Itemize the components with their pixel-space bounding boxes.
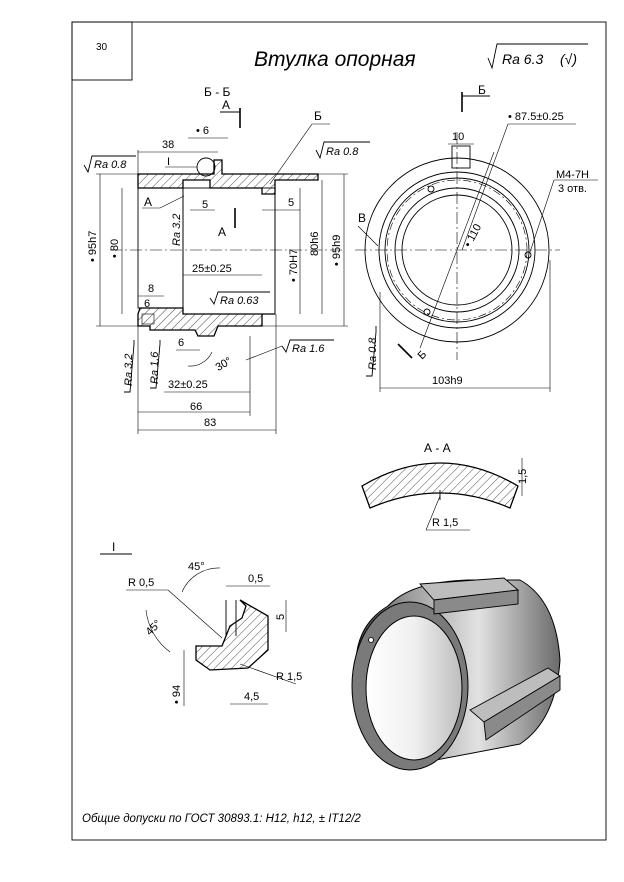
- dim-80: • 80: [109, 239, 121, 258]
- dim-6-bottom: 6: [178, 337, 184, 349]
- dim-5-right: 5: [288, 197, 294, 209]
- cut-a-bottom-label: А: [218, 225, 226, 239]
- dim-thread: M4-7H: [556, 169, 589, 181]
- dim-83: 83: [204, 417, 216, 429]
- section-aa-profile: [361, 462, 519, 509]
- dim-10: 10: [452, 131, 464, 143]
- section-aa-label: А - А: [424, 441, 451, 455]
- dim-25: 25±0.25: [192, 263, 232, 275]
- detail-i: I 45° R 0,5 0,5 5 45° • 94 R 1,5 4,5: [100, 540, 302, 706]
- circular-view: Б 10 • 87.5±0.25 • 110 M4-7H 3 отв. 103h…: [355, 83, 598, 392]
- dim-8: 8: [148, 283, 154, 295]
- general-roughness: Ra 6.3 (√): [487, 43, 588, 70]
- footer-tolerances: Общие допуски по ГОСТ 30893.1: H12, h12,…: [82, 813, 361, 825]
- cut-a-top-label: А: [222, 98, 230, 112]
- detail-angle-left: 45°: [144, 618, 164, 638]
- iso-hole-icon: [368, 637, 374, 643]
- roughness-left-16: Ra 1.6: [149, 351, 161, 384]
- dim-66: 66: [190, 401, 202, 413]
- section-bb: Б - Б А А I • 6 38 5 5 25±0.25: [83, 85, 370, 434]
- roughness-top-left: Ra 0.8: [94, 159, 127, 171]
- detail-d94: • 94: [171, 685, 183, 704]
- section-wall-top: [137, 159, 319, 195]
- dim-32: 32±0.25: [168, 379, 208, 391]
- dim-70H7: • 70H7: [288, 249, 300, 282]
- view-b-label: Б: [478, 83, 486, 97]
- sheet-frame: [71, 21, 607, 841]
- mount-hole-icon: [524, 251, 532, 259]
- dim-30-angle: 30°: [214, 355, 234, 374]
- mount-hole-icon: [427, 185, 435, 193]
- roughness-bore: Ra 0.63: [220, 295, 259, 307]
- detail-d45: 4,5: [244, 691, 259, 703]
- roughness-face-right: Ra 1.6: [292, 343, 325, 355]
- section-aa-radius: R 1,5: [432, 517, 458, 529]
- dim-110: • 110: [462, 222, 484, 249]
- dim-103h9: 103h9: [432, 375, 463, 387]
- leader-b-label: Б: [314, 109, 322, 123]
- section-aa-dim: 1,5: [517, 469, 529, 484]
- dim-95h7: • 95h7: [87, 231, 99, 262]
- dim-5-left: 5: [202, 199, 208, 211]
- dim-6-small: 6: [144, 298, 150, 310]
- roughness-left-32: Ra 3.2: [123, 354, 135, 386]
- dim-holes: 3 отв.: [558, 183, 587, 195]
- roughness-inner: Ra 3.2: [171, 214, 183, 246]
- left-cavity: [137, 187, 184, 309]
- detail-i-profile: [195, 599, 269, 671]
- isometric-view: [351, 577, 561, 771]
- leader-a-label: А: [144, 195, 152, 209]
- view-v-label: В: [358, 211, 366, 225]
- iso-bore: [365, 615, 463, 761]
- thread-hole: [141, 313, 155, 325]
- detail-r15: R 1,5: [276, 671, 302, 683]
- dim-87-5: • 87.5±0.25: [508, 111, 564, 123]
- view-b-label-bottom: Б: [416, 349, 430, 363]
- roughness-symbol-icon: [487, 43, 588, 70]
- roughness-top-right: Ra 0.8: [326, 146, 359, 158]
- key-slot: [451, 145, 471, 169]
- detail-i-callout: [196, 157, 216, 177]
- detail-i-label: I: [112, 540, 115, 554]
- mount-hole-icon: [423, 308, 431, 316]
- dim-80h6: 80h6: [309, 232, 321, 256]
- dim-6-top: • 6: [196, 125, 209, 137]
- dim-38: 38: [162, 139, 174, 151]
- section-bb-label: Б - Б: [204, 85, 231, 99]
- section-aa: А - А 1,5 R 1,5: [361, 441, 529, 531]
- detail-r05: R 0,5: [128, 577, 154, 589]
- page-number-box: [71, 21, 133, 81]
- detail-d5: 5: [275, 614, 287, 620]
- detail-d05: 0,5: [248, 573, 263, 585]
- general-roughness-suffix: (√): [560, 51, 577, 67]
- drawing-title: Втулка опорная: [254, 48, 416, 71]
- section-wall-bottom: [137, 307, 275, 337]
- general-roughness-value: Ra 6.3: [502, 51, 543, 67]
- roughness-circle: Ra 0.8: [367, 337, 379, 370]
- detail-i-mark: I: [167, 156, 170, 168]
- page-number: 30: [96, 42, 108, 53]
- detail-angle-top: 45°: [188, 561, 205, 573]
- dim-95h9: • 95h9: [331, 235, 343, 266]
